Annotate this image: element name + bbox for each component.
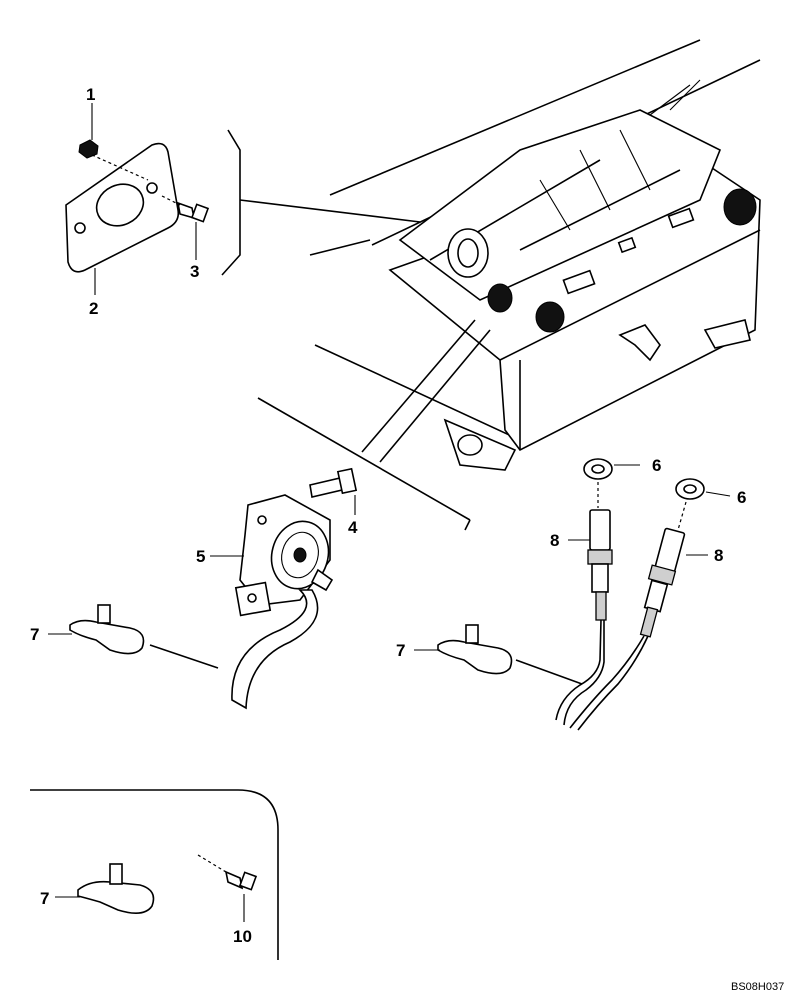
leader-to-machine	[239, 199, 421, 223]
leader-sensor-to-machine-b	[379, 329, 491, 463]
callout-10: 10	[233, 927, 252, 946]
leader-6b	[705, 491, 731, 497]
callout-6a: 6	[652, 456, 661, 475]
switch-right	[639, 527, 686, 638]
machine-chassis	[257, 39, 761, 531]
callout-2: 2	[89, 299, 98, 318]
bolt	[176, 201, 210, 223]
washer-right-axis	[677, 501, 687, 531]
figure-id: BS08H037	[731, 981, 784, 993]
sensor-bolt	[309, 467, 358, 498]
cable-tie-inset	[77, 863, 155, 914]
callout-5: 5	[196, 547, 205, 566]
callout-3: 3	[190, 262, 199, 281]
cable-tie-right	[437, 624, 513, 675]
screw-inset	[224, 870, 258, 891]
callout-7b: 7	[396, 641, 405, 660]
sensor-cable	[231, 589, 319, 710]
nut	[78, 139, 99, 159]
callout-8b: 8	[714, 546, 723, 565]
leader-tie-to-cable-left	[149, 644, 219, 669]
nut-axis-line	[91, 154, 149, 181]
inset-frame	[30, 789, 279, 960]
callout-4: 4	[348, 518, 358, 537]
callout-7a: 7	[30, 625, 39, 644]
leader-sensor-to-machine-a	[361, 319, 476, 453]
callout-7c: 7	[40, 889, 49, 908]
screw-inset-axis	[197, 854, 227, 873]
washer-right	[675, 478, 705, 500]
washer-left	[583, 458, 613, 480]
leader-tie-to-cable-right	[515, 659, 583, 685]
mounting-plate	[65, 142, 180, 273]
sensor	[234, 494, 334, 617]
callout-8a: 8	[550, 531, 559, 550]
cable-tie-left	[69, 604, 145, 655]
callout-1: 1	[86, 85, 95, 104]
callout-6b: 6	[737, 488, 746, 507]
switch-wires	[555, 619, 649, 731]
switch-left	[587, 509, 613, 621]
group-bracket	[221, 129, 241, 276]
